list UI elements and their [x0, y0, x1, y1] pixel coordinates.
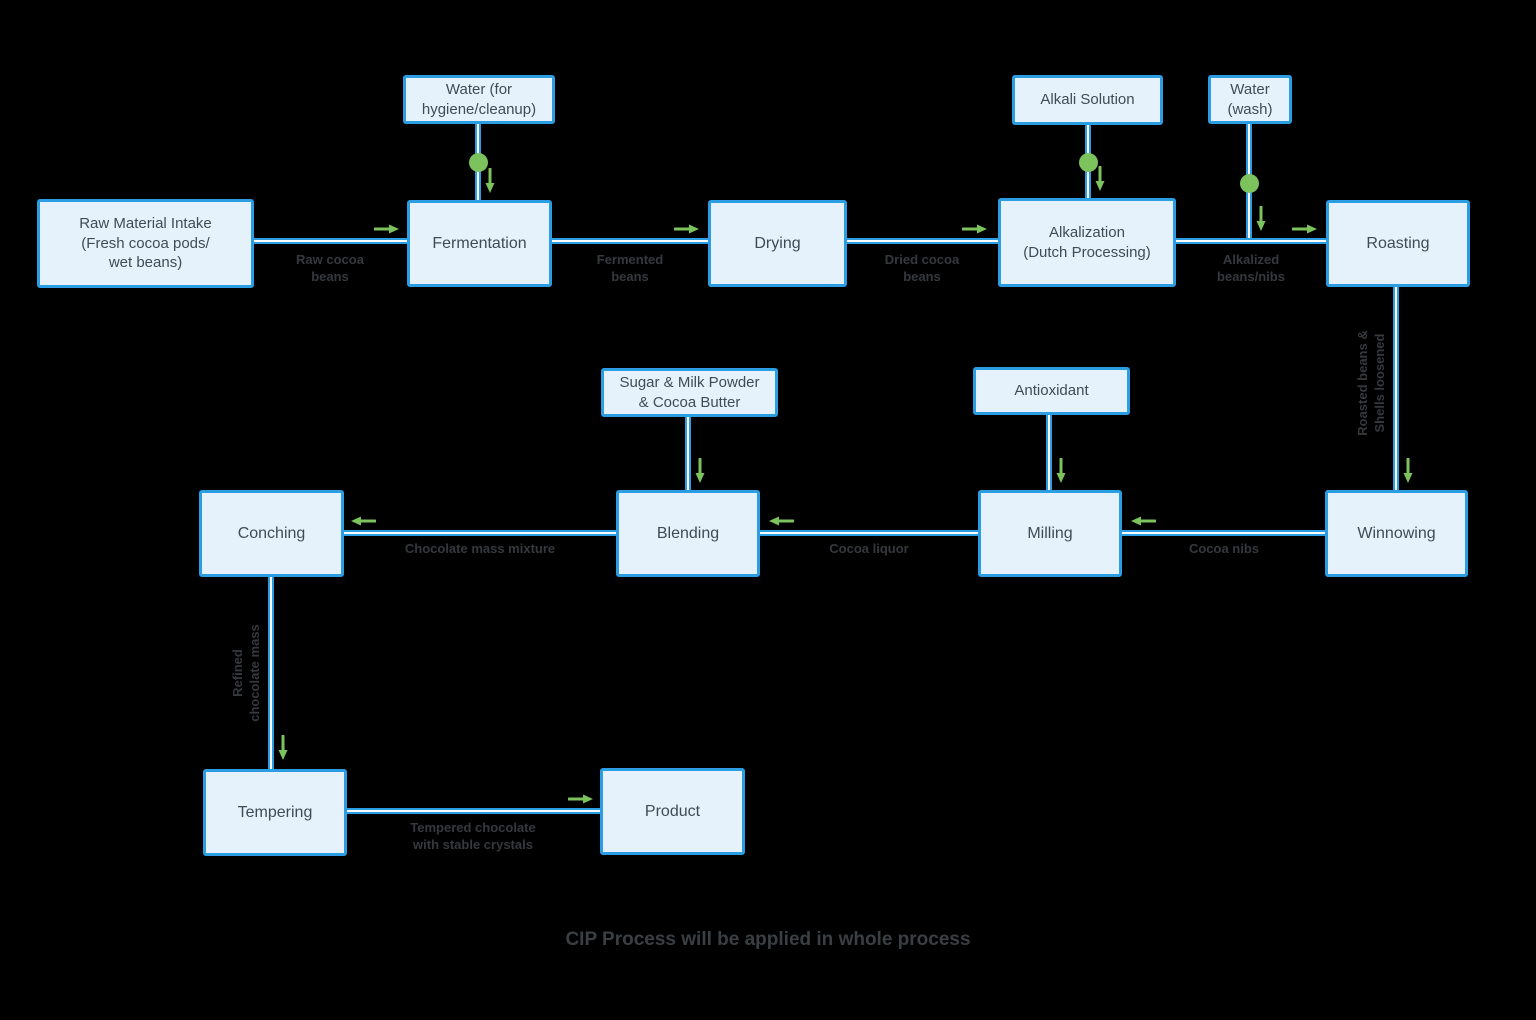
node-label: Alkalization (Dutch Processing)	[1023, 223, 1151, 261]
edge-sugarmilk-blending	[685, 417, 691, 490]
flow-arrow-down-icon	[1056, 458, 1066, 483]
edge-label-dried-cocoa-beans: Dried cocoa beans	[884, 252, 960, 284]
node-label: Conching	[237, 524, 306, 542]
node-label: Blending	[656, 524, 720, 542]
edge-label-refined-chocolate-mass: Refined chocolate mass	[230, 624, 262, 722]
flow-arrow-down-icon	[695, 458, 705, 483]
flow-arrow-down-icon	[1403, 458, 1413, 483]
node-label: Antioxidant	[1014, 382, 1089, 400]
node-alkalization: Alkalization (Dutch Processing)	[998, 198, 1176, 287]
flow-arrow-right-icon	[674, 224, 699, 234]
node-raw-material-intake: Raw Material Intake (Fresh cocoa pods/ w…	[37, 199, 254, 288]
edge-label-cocoa-liquor: Cocoa liquor	[829, 541, 909, 556]
junction-dot-water-hygiene	[469, 153, 488, 172]
flow-arrow-down-icon	[1256, 206, 1266, 231]
edge-fermentation-drying	[552, 238, 708, 244]
node-label: Winnowing	[1357, 524, 1436, 542]
edge-label-alkalized-beans-nibs: Alkalized beans/nibs	[1217, 252, 1285, 284]
flow-arrow-right-icon	[1292, 224, 1317, 234]
edge-label-tempered-chocolate: Tempered chocolate with stable crystals	[410, 820, 536, 852]
node-label: Water (for hygiene/cleanup)	[421, 80, 537, 118]
edge-label-cocoa-nibs: Cocoa nibs	[1188, 541, 1260, 556]
node-label: Roasting	[1366, 234, 1430, 252]
node-label: Product	[644, 802, 701, 820]
flow-arrow-left-icon	[351, 516, 376, 526]
edge-roasting-winnowing	[1393, 287, 1399, 490]
edge-conching-tempering	[268, 577, 274, 769]
node-drying: Drying	[708, 200, 847, 287]
node-antioxidant: Antioxidant	[973, 367, 1130, 415]
node-sugar-milk-cocoa: Sugar & Milk Powder & Cocoa Butter	[601, 368, 778, 417]
node-product: Product	[600, 768, 745, 855]
edge-label-fermented-beans: Fermented beans	[596, 252, 664, 284]
flow-arrow-right-icon	[962, 224, 987, 234]
flow-arrow-left-icon	[1131, 516, 1156, 526]
junction-dot-alkali-solution	[1079, 153, 1098, 172]
node-label: Water (wash)	[1227, 80, 1273, 118]
node-label: Fermentation	[432, 234, 527, 252]
flow-arrow-left-icon	[769, 516, 794, 526]
flow-arrow-down-icon	[485, 168, 495, 193]
edge-blending-conching	[344, 530, 616, 536]
node-label: Sugar & Milk Powder & Cocoa Butter	[619, 373, 760, 411]
junction-dot-water-wash	[1240, 174, 1259, 193]
node-milling: Milling	[978, 490, 1122, 577]
node-label: Drying	[754, 234, 801, 252]
flow-arrow-down-icon	[1095, 166, 1105, 191]
node-label: Tempering	[237, 803, 313, 821]
diagram-caption: CIP Process will be applied in whole pro…	[565, 929, 971, 950]
node-fermentation: Fermentation	[407, 200, 552, 287]
edge-antioxidant-milling	[1046, 415, 1052, 490]
flow-arrow-down-icon	[278, 735, 288, 760]
edge-label-chocolate-mass-mixture: Chocolate mass mixture	[404, 541, 556, 556]
node-label: Alkali Solution	[1040, 91, 1135, 109]
node-water-hygiene: Water (for hygiene/cleanup)	[403, 75, 555, 124]
node-label: Milling	[1027, 524, 1073, 542]
node-blending: Blending	[616, 490, 760, 577]
edge-winnowing-milling	[1122, 530, 1325, 536]
node-label: Raw Material Intake (Fresh cocoa pods/ w…	[79, 214, 212, 272]
node-conching: Conching	[199, 490, 344, 577]
edge-drying-alkalization	[847, 238, 998, 244]
edge-rawmaterial-fermentation	[254, 238, 407, 244]
node-alkali-solution: Alkali Solution	[1012, 75, 1163, 125]
edge-milling-blending	[760, 530, 978, 536]
node-tempering: Tempering	[203, 769, 347, 856]
node-winnowing: Winnowing	[1325, 490, 1468, 577]
edge-alkalization-roasting	[1176, 238, 1326, 244]
node-water-wash: Water (wash)	[1208, 75, 1292, 124]
flow-arrow-right-icon	[568, 794, 593, 804]
edge-label-raw-cocoa-beans: Raw cocoa beans	[296, 252, 364, 284]
flow-arrow-right-icon	[374, 224, 399, 234]
edge-tempering-product	[347, 808, 600, 814]
edge-label-roasted-beans-shells: Roasted beans & Shells loosened	[1355, 330, 1387, 436]
node-roasting: Roasting	[1326, 200, 1470, 287]
